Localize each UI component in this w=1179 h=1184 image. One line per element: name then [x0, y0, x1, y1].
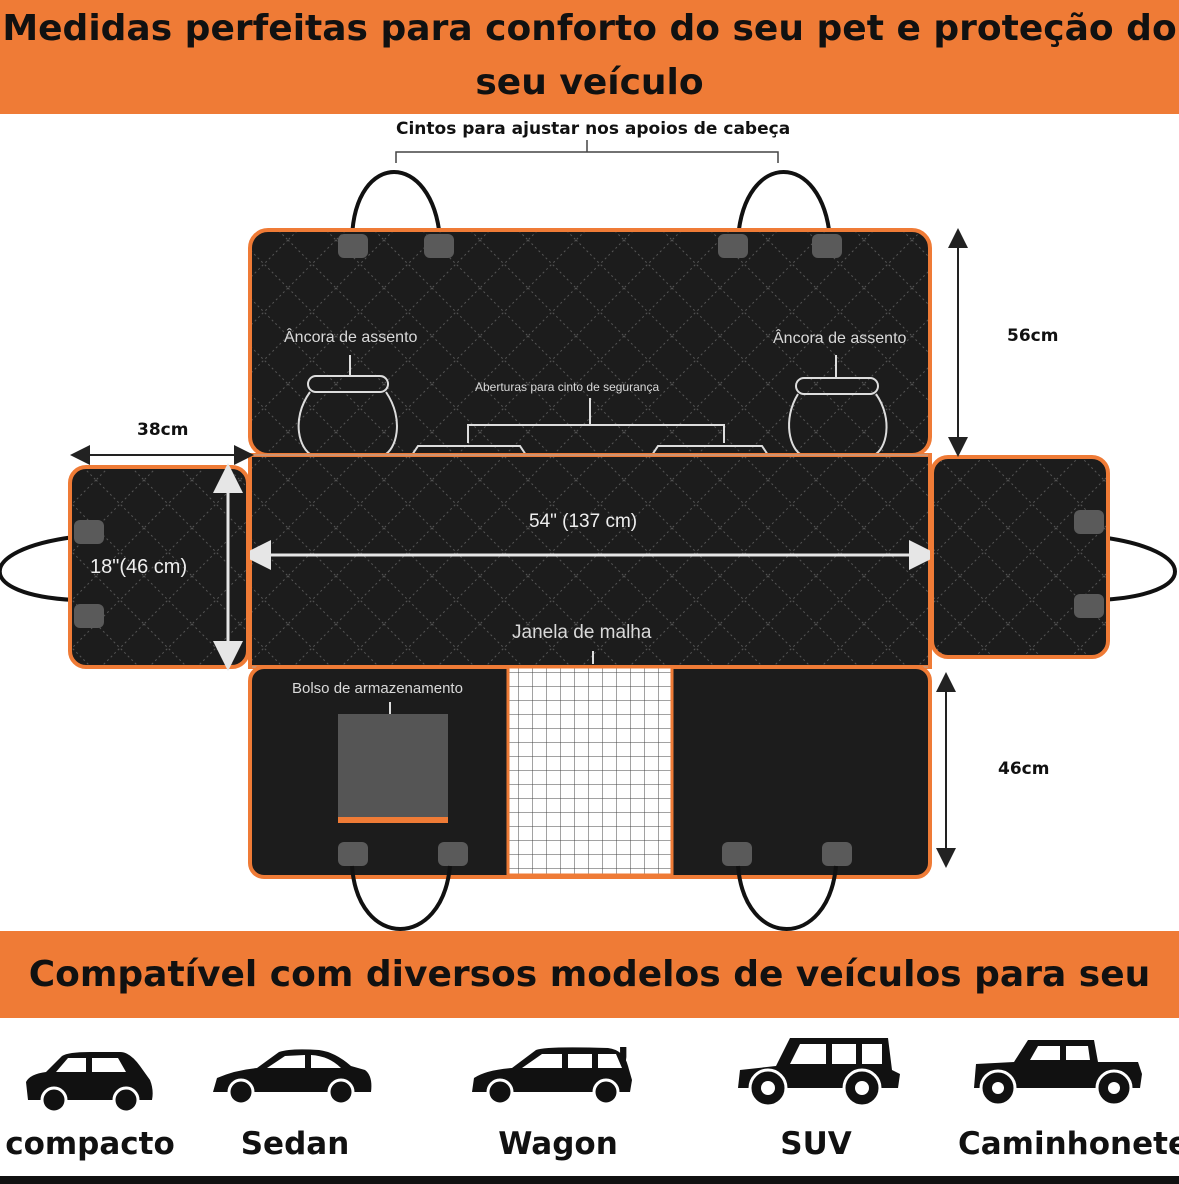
front-height-label: 46cm — [998, 759, 1050, 779]
headrest-straps-label: Cintos para ajustar nos apoios de cabeça — [396, 119, 791, 139]
vehicle-label: SUV — [780, 1126, 852, 1162]
vehicle-caminhonetes: Caminhonetes — [958, 1030, 1179, 1176]
pickup-truck-icon — [974, 1040, 1142, 1107]
back-height-label: 56cm — [1007, 326, 1059, 346]
mesh-window — [506, 665, 674, 877]
bottom-border — [0, 1176, 1179, 1184]
vehicle-sedan: Sedan — [195, 1030, 395, 1176]
vehicle-label: Sedan — [240, 1126, 350, 1162]
compat-banner: Compatível com diversos modelos de veícu… — [0, 931, 1179, 1082]
sedan-icon — [213, 1049, 372, 1106]
vehicle-label: compacto — [5, 1126, 175, 1162]
storage-pocket-label: Bolso de armazenamento — [292, 680, 463, 697]
bottom-strap-right — [736, 865, 838, 931]
headrest-strap-bracket — [395, 140, 779, 163]
seat-anchor-right-drawing — [788, 355, 888, 456]
vehicle-wagon: Wagon — [458, 1030, 658, 1176]
seat-anchor-left-drawing — [297, 355, 398, 456]
left-flap-strap — [0, 535, 75, 602]
belt-openings-label: Aberturas para cinto de segurança — [475, 380, 660, 394]
suv-icon — [738, 1038, 900, 1108]
width-main-label: 54" (137 cm) — [529, 511, 638, 532]
belt-openings-drawing — [411, 398, 769, 456]
back-panel-tabs — [338, 234, 842, 258]
right-flap-strap — [1099, 535, 1177, 602]
headrest-strap-left — [350, 170, 442, 239]
vehicle-label: Caminhonetes — [958, 1126, 1179, 1162]
mesh-window-label: Janela de malha — [512, 622, 652, 643]
vehicle-suv: SUV — [716, 1030, 916, 1176]
right-side-flap — [930, 455, 1110, 659]
page-title: Medidas perfeitas para conforto do seu p… — [2, 8, 1177, 103]
header-banner: Medidas perfeitas para conforto do seu p… — [0, 0, 1179, 114]
compat-title: Compatível com diversos modelos de veícu… — [28, 954, 1151, 1082]
headrest-strap-right — [736, 170, 832, 239]
vehicle-compacto: compacto — [0, 1030, 190, 1176]
seat-anchor-left-label: Âncora de assento — [284, 329, 418, 346]
seat-cover-diagram — [0, 140, 1177, 931]
side-flap-width-label: 38cm — [137, 420, 189, 440]
storage-pocket — [338, 714, 448, 820]
bottom-strap-left — [350, 865, 452, 931]
left-side-flap — [68, 465, 250, 669]
seat-anchor-right-label: Âncora de assento — [773, 330, 907, 347]
side-flap-height-label: 18"(46 cm) — [90, 556, 188, 578]
vehicle-label: Wagon — [498, 1126, 618, 1162]
wagon-icon — [472, 1047, 632, 1106]
compact-car-icon — [26, 1052, 153, 1114]
